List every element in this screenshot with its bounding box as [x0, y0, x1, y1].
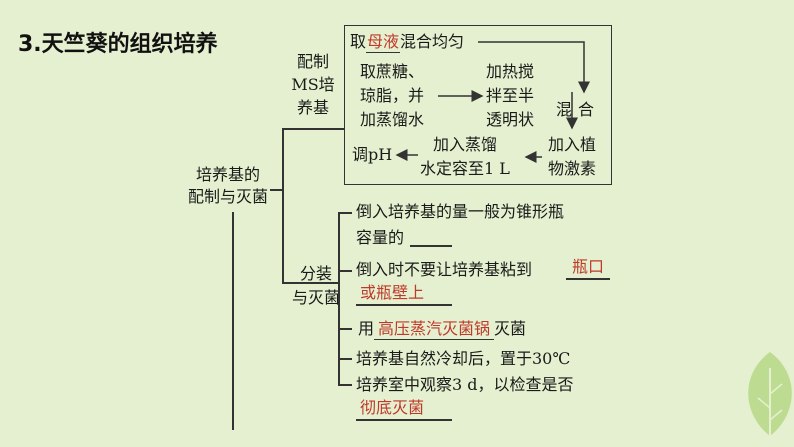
item1-blank [410, 245, 452, 247]
root-label: 培养基的 配制与灭菌 [188, 164, 268, 208]
step3: 加热搅 拌至半 透明状 [486, 60, 534, 132]
branch2-connector [282, 282, 338, 284]
branch2-tick-5 [338, 384, 352, 386]
step2: 取蔗糖、 琼脂，并 加蒸馏水 [360, 60, 424, 132]
step5: 加入蒸馏 水定容至1 L [420, 133, 510, 181]
item3-answer: 高压蒸汽灭菌锅 [374, 319, 495, 340]
branch2-tick-4 [338, 358, 352, 360]
step1: 取母液混合均匀 [350, 32, 464, 53]
tree-trunk [282, 128, 284, 283]
step6: 调pH [352, 145, 393, 164]
item5-answer: 彻底灭菌 [360, 398, 425, 417]
branch2-tick-2 [338, 270, 352, 272]
step4: 加入植 物激素 [548, 133, 596, 181]
branch2-label-line1: 分装 [299, 264, 332, 283]
step2-line2: 琼脂，并 [360, 86, 425, 105]
step3-line2: 拌至半 [486, 86, 535, 105]
step4-line2: 物激素 [548, 159, 597, 178]
item2-answer2-underline [356, 304, 452, 306]
branch2-label: 分装 与灭菌 [289, 262, 343, 310]
step2-line3: 加蒸馏水 [360, 110, 425, 129]
branch1-label-line1: 配制 [296, 52, 329, 71]
step2-line1: 取蔗糖、 [360, 62, 425, 81]
root-label-line1: 培养基的 [196, 165, 261, 184]
item2-answer1: 瓶口 [572, 257, 605, 276]
mix-label-b: 合 [578, 100, 595, 119]
step5-line1: 加入蒸馏 [432, 135, 497, 154]
item4: 培养基自然冷却后，置于30℃ [356, 349, 571, 368]
branch1-label: 配制 MS培 养基 [288, 50, 338, 119]
item5-answer-underline [356, 419, 452, 421]
arrow-step1-to-step3 [478, 41, 590, 94]
branch1-connector [282, 128, 344, 130]
item2-answer2: 或瓶壁上 [360, 283, 425, 302]
root-connector [270, 189, 282, 191]
item2-line1: 倒入时不要让培养基粘到 [356, 260, 533, 279]
mix-label-a: 混 [556, 100, 573, 119]
branch2-bracket-vertical [338, 212, 340, 385]
step3-line3: 透明状 [486, 110, 535, 129]
item5: 培养室中观察3 d，以检查是否 [356, 375, 574, 394]
step4-line1: 加入植 [548, 135, 597, 154]
step1-prefix: 取 [350, 32, 367, 51]
branch2-tick-1 [338, 212, 352, 214]
item2-answer1-underline [566, 278, 610, 280]
root-vertical-line [232, 212, 234, 430]
step3-line1: 加热搅 [486, 62, 535, 81]
ms-medium-flow-box [344, 25, 612, 185]
item1-line1: 倒入培养基的量一般为锥形瓶 [356, 202, 565, 221]
branch1-label-line2: MS培 [291, 75, 335, 94]
step1-answer: 母液 [366, 32, 401, 53]
branch2-label-line2: 与灭菌 [291, 288, 340, 307]
page-title: 3.天竺葵的组织培养 [18, 32, 218, 57]
root-label-line2: 配制与灭菌 [188, 187, 269, 206]
step1-suffix: 混合均匀 [400, 32, 465, 51]
item3: 用高压蒸汽灭菌锅灭菌 [358, 319, 526, 340]
branch1-label-line3: 养基 [296, 98, 329, 117]
step5-line2: 水定容至1 L [420, 159, 510, 178]
leaf-icon [748, 352, 792, 442]
item3-suffix: 灭菌 [494, 319, 527, 338]
branch2-tick-3 [338, 328, 352, 330]
item3-prefix: 用 [358, 319, 375, 338]
item1-line2: 容量的 [356, 228, 405, 247]
